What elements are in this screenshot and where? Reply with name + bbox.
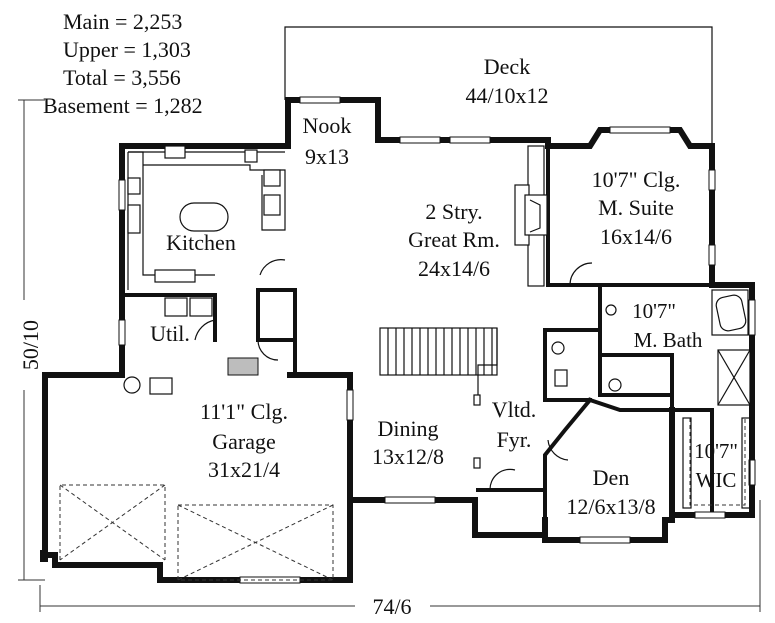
windows — [118, 96, 756, 584]
kitchen-counters — [127, 145, 286, 290]
den-name: Den — [593, 465, 630, 490]
master-suite-line2: M. Suite — [598, 195, 674, 220]
depth-dimension: 50/10 — [18, 320, 43, 370]
foyer-line1: Vltd. — [492, 397, 537, 422]
garage-size: 31x21/4 — [208, 457, 280, 482]
kitchen-name: Kitchen — [166, 230, 236, 255]
stairs — [379, 327, 498, 400]
deck-name: Deck — [484, 54, 530, 79]
area-summary: Main = 2,253 Upper = 1,303 Total = 3,556… — [43, 9, 203, 118]
deck-size: 44/10x12 — [465, 83, 548, 108]
room-labels: Deck 44/10x12 Nook 9x13 Kitchen 2 Stry. … — [150, 54, 738, 519]
bath-fixtures — [551, 262, 751, 406]
garage-line1: 11'1" Clg. — [200, 399, 288, 424]
interior-walls — [120, 144, 714, 522]
great-room-line1: 2 Stry. — [425, 199, 482, 224]
great-room-size: 24x14/6 — [418, 256, 490, 281]
dimension-lines — [18, 99, 761, 612]
master-bath-line2: M. Bath — [634, 328, 703, 352]
area-basement: Basement = 1,282 — [43, 93, 203, 118]
utility-name: Util. — [150, 321, 190, 346]
master-suite-line1: 10'7" Clg. — [592, 167, 681, 192]
utility-fixtures — [164, 297, 259, 376]
width-dimension: 74/6 — [372, 594, 411, 619]
master-bath-line1: 10'7" — [632, 299, 676, 323]
dining-size: 13x12/8 — [372, 444, 444, 469]
area-upper: Upper = 1,303 — [63, 37, 191, 62]
dining-name: Dining — [377, 416, 438, 441]
nook-name: Nook — [303, 113, 352, 138]
garage-line2: Garage — [212, 429, 276, 454]
kitchen-island — [179, 202, 229, 232]
area-total: Total = 3,556 — [63, 65, 181, 90]
fireplace — [514, 145, 548, 287]
great-room-line2: Great Rm. — [408, 227, 500, 252]
garage-details — [40, 376, 334, 581]
area-main: Main = 2,253 — [63, 9, 182, 34]
door-swings — [257, 259, 569, 491]
den-size: 12/6x13/8 — [566, 494, 655, 519]
wic-line2: WIC — [696, 468, 737, 492]
nook-size: 9x13 — [305, 144, 349, 169]
wic-line1: 10'7" — [694, 439, 738, 463]
closet-rods — [682, 417, 751, 509]
foyer-line2: Fyr. — [497, 427, 532, 452]
master-suite-size: 16x14/6 — [600, 224, 672, 249]
deck-outline — [284, 26, 713, 145]
